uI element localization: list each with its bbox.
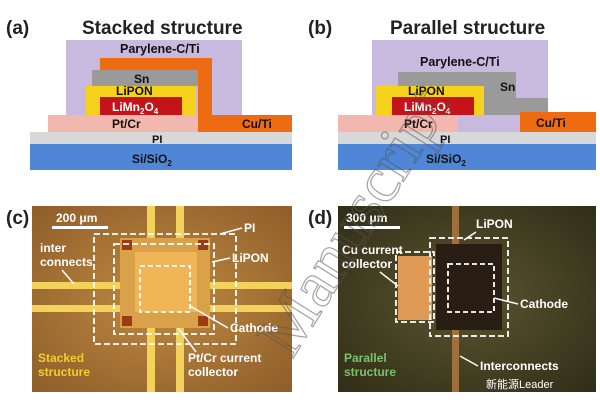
sn-label: Sn <box>134 72 149 86</box>
cathode-outline <box>447 263 495 313</box>
pad <box>122 316 132 326</box>
pi-label: PI <box>152 134 162 146</box>
lipon-label: LiPON <box>116 84 153 98</box>
collector-label-2: collector <box>342 257 392 271</box>
structure-label-1: Stacked <box>38 351 84 365</box>
lipon-pointer <box>463 231 477 241</box>
cuti-vertical-layer <box>198 58 212 115</box>
substrate-layer <box>338 144 596 170</box>
collector-pointer <box>379 271 399 287</box>
collector-label-1: Pt/Cr current <box>188 351 261 365</box>
structure-label-1: Parallel <box>344 351 387 365</box>
ptcr-layer <box>338 115 458 132</box>
cathode-label: Cathode <box>230 321 278 335</box>
pi-label: PI <box>244 221 255 235</box>
panel-b-letter: (b) <box>308 18 332 39</box>
panel-b-title: Parallel structure <box>390 18 545 39</box>
scale-bar <box>344 226 400 229</box>
substrate-layer <box>30 144 292 170</box>
limn-label: LiMn2O4 <box>112 100 159 116</box>
substrate-label: Si/SiO2 <box>426 152 466 168</box>
panel-a-title: Stacked structure <box>82 18 243 39</box>
limn-layer <box>100 97 182 115</box>
cathode-pointer <box>189 305 229 329</box>
interconnects-pointer <box>61 269 75 285</box>
cathode-region <box>436 244 502 330</box>
cathode-outline <box>139 265 191 313</box>
parylene-label: Parylene-C/Ti <box>420 55 500 69</box>
ptcr-layer <box>48 115 198 132</box>
lipon-label: LiPON <box>232 251 269 265</box>
pad <box>198 316 208 326</box>
cuti-bottom-layer <box>198 115 292 132</box>
source-watermark: 新能源Leader <box>486 377 554 391</box>
cathode-pointer <box>493 297 519 305</box>
lipon-outline <box>113 243 215 335</box>
cathode-label: Cathode <box>520 297 568 311</box>
collector-region <box>398 256 432 320</box>
collector-outline <box>395 251 435 323</box>
interconnects-label-2: connects <box>40 255 93 269</box>
pi-layer <box>30 132 292 144</box>
parylene-step-layer <box>458 115 520 132</box>
parylene-label: Parylene-C/Ti <box>120 42 200 56</box>
cathode-region <box>135 252 197 312</box>
lipon-pointer <box>211 257 231 263</box>
limn-layer <box>392 97 474 115</box>
sn-label: Sn <box>500 80 515 94</box>
cuti-layer <box>520 112 596 132</box>
panel-c-letter: (c) <box>6 208 29 229</box>
sn-layer <box>92 70 198 86</box>
cuti-top-layer <box>100 58 212 70</box>
pad <box>122 240 132 250</box>
interconnects-pointer <box>459 355 479 367</box>
pi-label: PI <box>440 134 450 146</box>
structure-label-2: structure <box>344 365 396 379</box>
structure-label-2: structure <box>38 365 90 379</box>
lipon-label: LiPON <box>476 217 513 231</box>
scale-label: 300 μm <box>346 211 387 225</box>
interconnects-label-1: inter <box>40 241 66 255</box>
panel-b: (b) Parallel structure Parylene-C/Ti Sn … <box>308 18 596 170</box>
scale-label: 200 μm <box>56 211 97 225</box>
substrate-label: Si/SiO2 <box>132 152 172 168</box>
panel-a: (a) Stacked structure Parylene-C/Ti Sn L… <box>6 18 292 170</box>
pad <box>198 240 208 250</box>
scale-bar <box>52 226 108 229</box>
ptcr-label: Pt/Cr <box>112 117 141 131</box>
panel-d: (d) 300 μm LiPON Cu current collector Ca… <box>308 206 596 392</box>
collector-pointer <box>177 327 197 353</box>
collector-label-2: collector <box>188 365 238 379</box>
panel-c: 200 μm (c) PI inter connects LiPON Catho… <box>6 206 292 392</box>
panel-a-letter: (a) <box>6 18 29 39</box>
limn-label: LiMn2O4 <box>404 100 451 116</box>
interconnects-label: Interconnects <box>480 359 559 373</box>
collector-label-1: Cu current <box>342 243 403 257</box>
ptcr-label: Pt/Cr <box>404 117 433 131</box>
pi-layer <box>338 132 596 144</box>
pi-pointer <box>219 227 243 235</box>
lipon-label: LiPON <box>408 84 445 98</box>
panel-d-letter: (d) <box>308 208 332 229</box>
lipon-outline <box>429 237 509 337</box>
cuti-label: Cu/Ti <box>536 116 566 130</box>
cuti-label: Cu/Ti <box>242 117 272 131</box>
